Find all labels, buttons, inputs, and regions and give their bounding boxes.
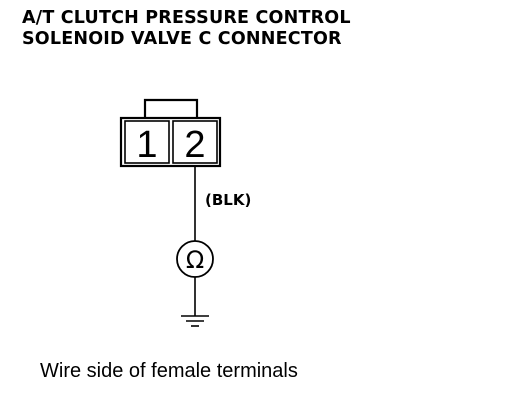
- terminal-1-label: 1: [136, 124, 157, 166]
- title-line-2: SOLENOID VALVE C CONNECTOR: [22, 29, 342, 49]
- terminal-1-cell: [124, 120, 170, 164]
- connector-lock-tab: [143, 98, 199, 118]
- terminal-2-cell: [172, 120, 218, 164]
- terminal-2-label: 2: [184, 124, 205, 166]
- title-line-1: A/T CLUTCH PRESSURE CONTROL: [22, 8, 351, 28]
- diagram-title: A/T CLUTCH PRESSURE CONTROL SOLENOID VAL…: [22, 8, 351, 50]
- ohm-symbol: Ω: [186, 246, 204, 274]
- ground-icon: [181, 315, 209, 327]
- connector-housing: [119, 116, 222, 168]
- wire-color-label: (BLK): [205, 191, 251, 209]
- caption: Wire side of female terminals: [40, 360, 298, 382]
